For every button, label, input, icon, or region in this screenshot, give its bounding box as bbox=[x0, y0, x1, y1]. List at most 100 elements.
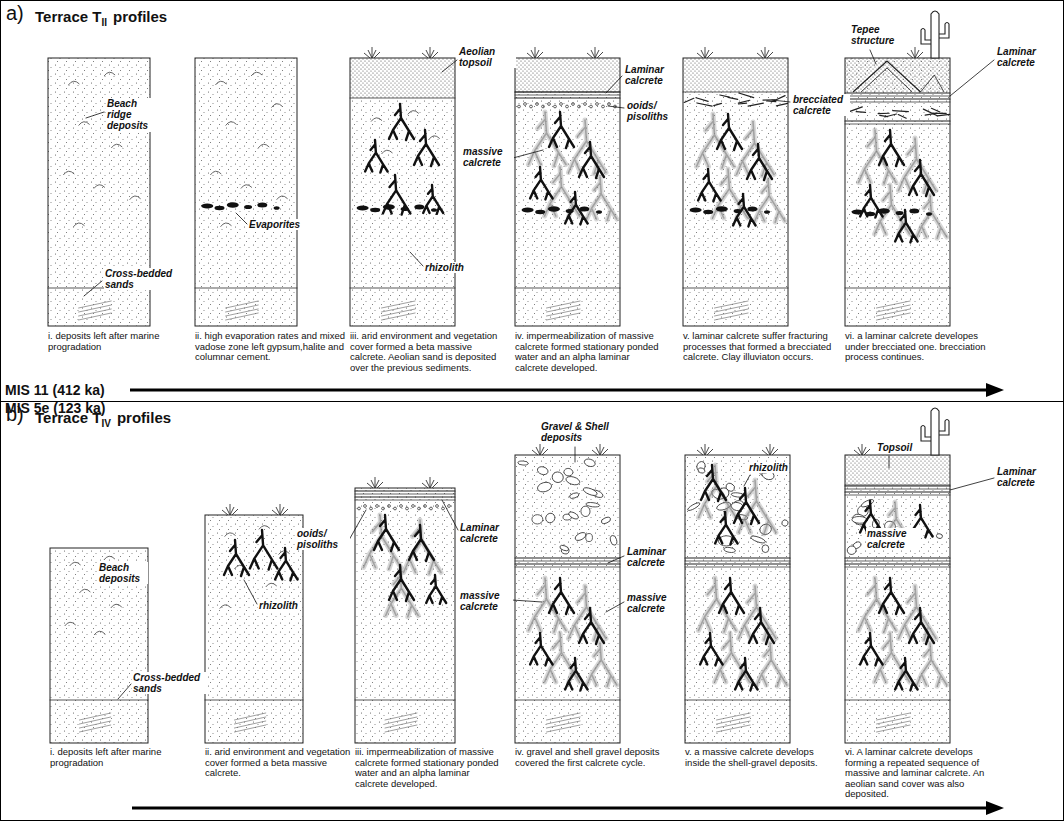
stage-caption: i. deposits left after marine progradati… bbox=[50, 747, 190, 768]
laminar-calcrete bbox=[685, 567, 790, 568]
ooid bbox=[418, 507, 421, 510]
bed-contact bbox=[683, 288, 788, 289]
rhizolith bbox=[565, 658, 588, 690]
grass bbox=[527, 47, 543, 58]
evaporite bbox=[734, 209, 742, 213]
stage-caption: v. a massive calcrete develops inside th… bbox=[685, 747, 835, 768]
leader-line bbox=[772, 100, 790, 102]
laminar-calcrete bbox=[845, 124, 950, 125]
evaporite bbox=[703, 210, 713, 214]
leader-line bbox=[870, 50, 876, 64]
time-arrow bbox=[130, 389, 988, 392]
panel-title: profiles bbox=[117, 409, 171, 426]
gravel-clast bbox=[586, 534, 593, 542]
topsoil bbox=[350, 58, 455, 98]
laminar-calcrete bbox=[355, 490, 455, 491]
grass bbox=[697, 47, 713, 58]
grass bbox=[422, 47, 438, 58]
leader-line bbox=[744, 475, 750, 486]
rhizolith bbox=[715, 512, 738, 544]
brecciated-calcrete bbox=[697, 103, 712, 106]
sand-column bbox=[195, 58, 297, 326]
shell-fragment bbox=[266, 583, 277, 587]
laminar-calcrete bbox=[845, 567, 950, 568]
bed-contact bbox=[50, 700, 148, 701]
ooid bbox=[370, 507, 373, 510]
evaporite bbox=[909, 209, 919, 214]
cross-bedding bbox=[877, 721, 911, 728]
profile-outline bbox=[355, 488, 455, 743]
topsoil bbox=[350, 58, 455, 98]
shell-fragment bbox=[371, 118, 382, 122]
leader-line bbox=[608, 106, 624, 108]
ooid bbox=[382, 507, 385, 510]
cactus bbox=[921, 11, 949, 58]
leader-line bbox=[513, 150, 543, 158]
rhizolith bbox=[250, 530, 278, 570]
leader-line bbox=[512, 600, 542, 602]
feature-label: Cross-bedded sands bbox=[104, 268, 186, 290]
cross-bedding bbox=[717, 717, 751, 724]
massive-calcrete bbox=[917, 195, 947, 238]
cross-bedding bbox=[382, 309, 416, 316]
time-arrow-head bbox=[986, 801, 1004, 815]
evaporite bbox=[201, 204, 213, 209]
shell-fragment bbox=[408, 111, 419, 115]
laminar-calcrete bbox=[355, 494, 455, 495]
grass bbox=[762, 444, 778, 455]
brecciated-calcrete bbox=[696, 98, 708, 102]
ooid bbox=[590, 105, 593, 108]
cross-bedding bbox=[717, 713, 751, 720]
rhizolith bbox=[426, 575, 446, 604]
brecciated-calcrete bbox=[748, 103, 763, 106]
rhizolith bbox=[409, 525, 434, 561]
bed-contact bbox=[845, 288, 950, 289]
bed-contact bbox=[195, 288, 297, 289]
evaporite bbox=[747, 207, 757, 212]
brecciated-calcrete bbox=[738, 100, 749, 103]
sand-column bbox=[683, 58, 788, 326]
cross-bedding bbox=[385, 713, 417, 720]
cactus bbox=[921, 408, 949, 455]
cross-bedding bbox=[382, 305, 416, 312]
evaporite bbox=[431, 208, 437, 212]
evaporite bbox=[596, 210, 602, 214]
shell-fragment bbox=[68, 81, 79, 85]
evaporite bbox=[878, 208, 890, 214]
ooid bbox=[536, 103, 539, 106]
ooid bbox=[578, 105, 581, 108]
laminar-calcrete bbox=[845, 98, 950, 99]
feature-label: Evaporites bbox=[248, 219, 301, 230]
title-subscript: II bbox=[101, 17, 107, 28]
tepee-structure bbox=[921, 75, 944, 92]
cross-bedding bbox=[234, 725, 265, 732]
ooid bbox=[524, 103, 527, 106]
profile-outline bbox=[845, 455, 950, 743]
gravel-clast bbox=[565, 475, 581, 486]
grass bbox=[272, 504, 288, 515]
shell-fragment bbox=[226, 122, 237, 126]
brecciated-calcrete bbox=[728, 97, 738, 99]
gravel-clast bbox=[544, 512, 557, 525]
gravel-clast bbox=[536, 481, 552, 494]
rhizolith bbox=[879, 130, 904, 166]
bed-contact bbox=[685, 700, 790, 701]
brecciated-calcrete bbox=[739, 93, 754, 98]
feature-label: massive calcrete bbox=[462, 146, 514, 168]
ooid bbox=[364, 505, 367, 508]
cross-bedding bbox=[234, 721, 265, 728]
cross-bedding bbox=[547, 313, 581, 320]
evaporite bbox=[548, 206, 560, 212]
gravel-clast bbox=[559, 544, 569, 551]
gravel-clast bbox=[536, 465, 549, 476]
evaporite bbox=[370, 208, 380, 212]
gravel-clast bbox=[563, 468, 573, 477]
massive-calcrete bbox=[587, 177, 617, 220]
brecciated-calcrete bbox=[878, 113, 889, 114]
ooid bbox=[430, 507, 433, 510]
stage-caption: v. laminar calcrete suffer fracturing pr… bbox=[683, 331, 833, 363]
cross-bedding bbox=[717, 725, 751, 732]
leader-line bbox=[575, 447, 576, 462]
rhizolith bbox=[530, 167, 553, 199]
time-arrow bbox=[132, 807, 988, 810]
